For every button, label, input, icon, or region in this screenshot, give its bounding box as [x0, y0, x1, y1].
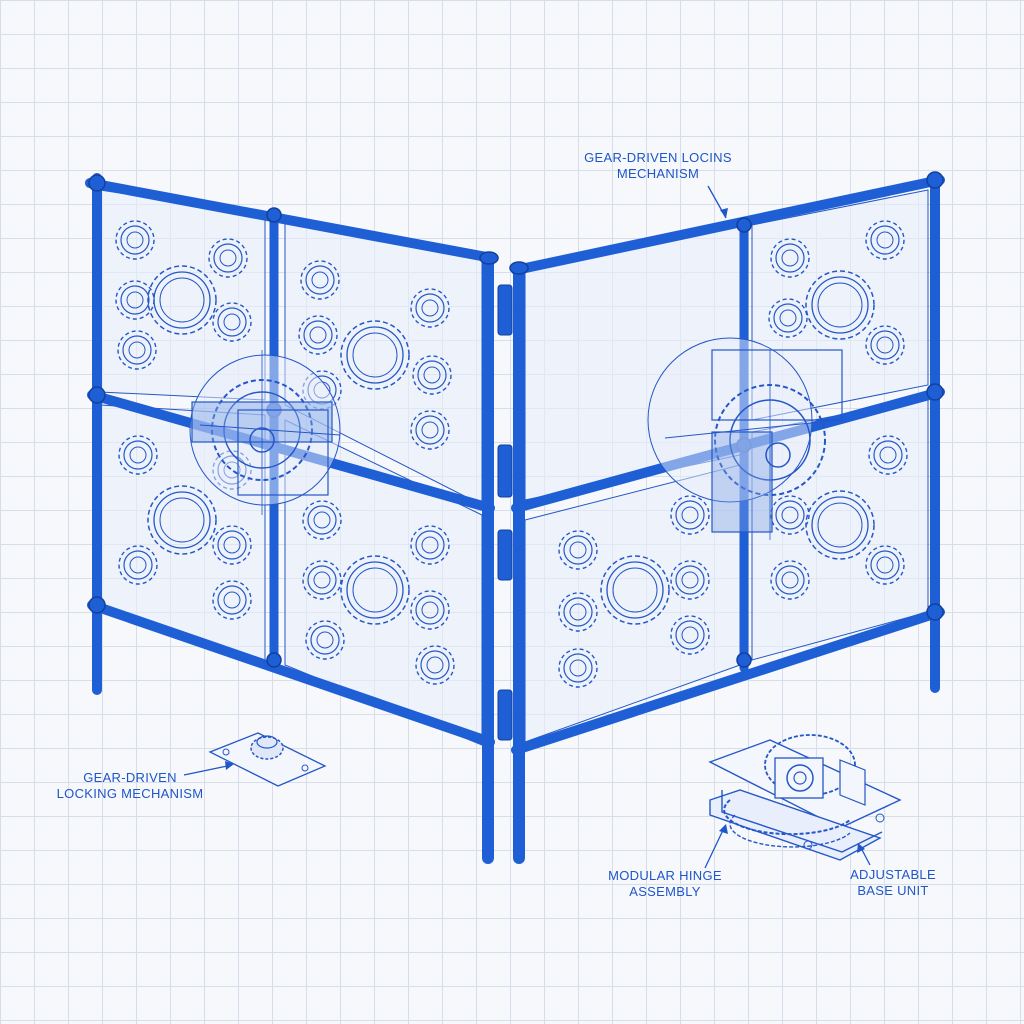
callout-base-line2: BASE UNIT — [857, 883, 929, 898]
callout-hinge-line1: MODULAR HINGE — [608, 868, 722, 883]
hinge-post — [497, 284, 513, 741]
callout-locking-top: GEAR-DRIVEN LOCINS MECHANISM — [583, 150, 733, 182]
callout-locking-left: GEAR-DRIVEN LOCKING MECHANISM — [40, 770, 220, 802]
callout-locking-top-line1: GEAR-DRIVEN LOCINS — [584, 150, 732, 165]
gear-lock-detail — [208, 732, 327, 787]
hinge-base-detail — [708, 734, 902, 861]
gear-lock-left — [189, 350, 341, 515]
fence-section-left — [85, 173, 499, 864]
callout-locking-left-line2: LOCKING MECHANISM — [56, 786, 204, 801]
callout-base: ADJUSTABLE BASE UNIT — [838, 867, 948, 899]
callout-hinge-line2: ASSEMBLY — [629, 884, 701, 899]
callout-locking-left-line1: GEAR-DRIVEN — [83, 770, 177, 785]
callout-base-line1: ADJUSTABLE — [850, 867, 936, 882]
gear-lock-right — [647, 337, 843, 540]
callout-locking-top-line2: MECHANISM — [616, 166, 700, 181]
leader-lines — [183, 185, 871, 869]
callout-hinge: MODULAR HINGE ASSEMBLY — [600, 868, 730, 900]
